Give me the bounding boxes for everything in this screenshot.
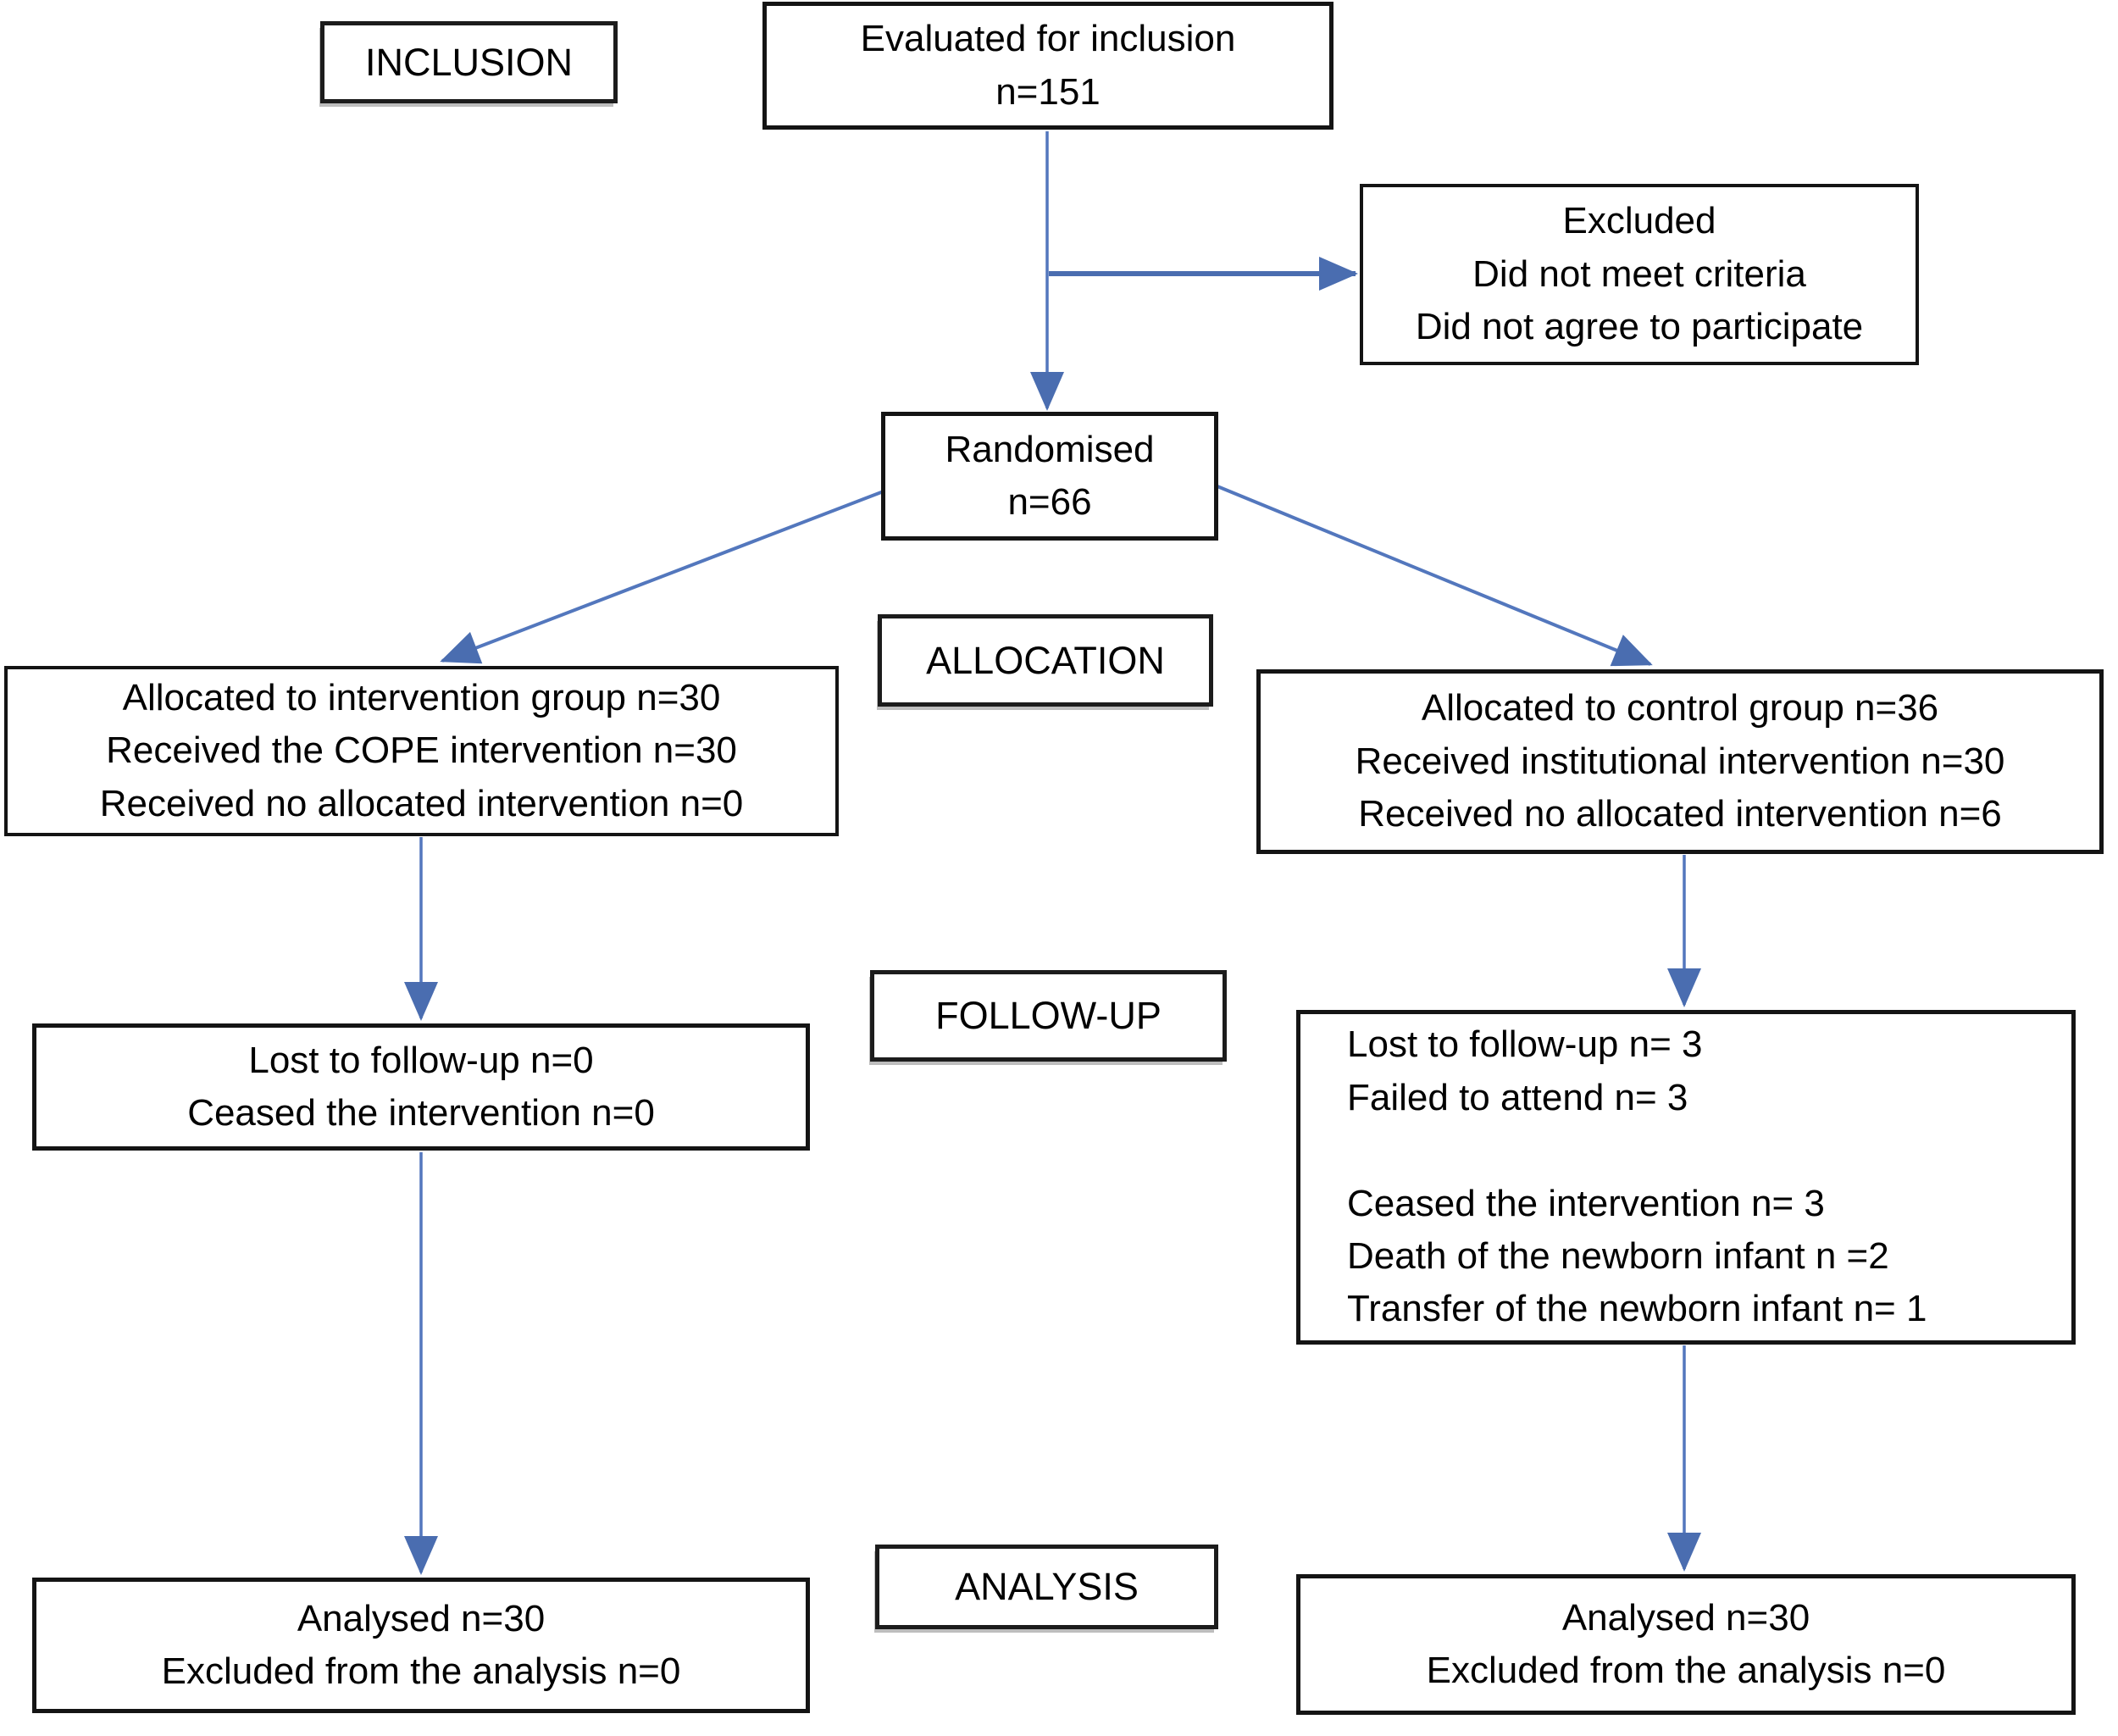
box-allocated-intervention: Allocated to intervention group n=30 Rec… bbox=[4, 666, 839, 836]
box-followup-control: Lost to follow-up n= 3 Failed to attend … bbox=[1296, 1010, 2076, 1345]
box-evaluated-for-inclusion: Evaluated for inclusion n=151 bbox=[762, 2, 1333, 130]
box-allocated-control: Allocated to control group n=36 Received… bbox=[1256, 669, 2104, 854]
stage-label-allocation: ALLOCATION bbox=[878, 614, 1213, 707]
stage-label-analysis: ANALYSIS bbox=[875, 1545, 1218, 1629]
stage-label-followup-text: FOLLOW-UP bbox=[935, 994, 1162, 1038]
box-randomised: Randomised n=66 bbox=[881, 412, 1218, 541]
stage-label-followup: FOLLOW-UP bbox=[870, 970, 1227, 1062]
box-analysis-control: Analysed n=30 Excluded from the analysis… bbox=[1296, 1574, 2076, 1715]
box-analysis-intervention: Analysed n=30 Excluded from the analysis… bbox=[32, 1578, 810, 1713]
stage-label-inclusion: INCLUSION bbox=[320, 21, 618, 103]
stage-label-analysis-text: ANALYSIS bbox=[955, 1565, 1139, 1609]
stage-label-inclusion-text: INCLUSION bbox=[364, 40, 574, 84]
box-excluded: Excluded Did not meet criteria Did not a… bbox=[1360, 184, 1919, 365]
arrow-randomised-to-control bbox=[1212, 483, 1653, 667]
stage-label-allocation-text: ALLOCATION bbox=[926, 638, 1165, 682]
arrow-randomised-to-intervention bbox=[440, 488, 889, 664]
box-followup-intervention: Lost to follow-up n=0 Ceased the interve… bbox=[32, 1023, 810, 1151]
